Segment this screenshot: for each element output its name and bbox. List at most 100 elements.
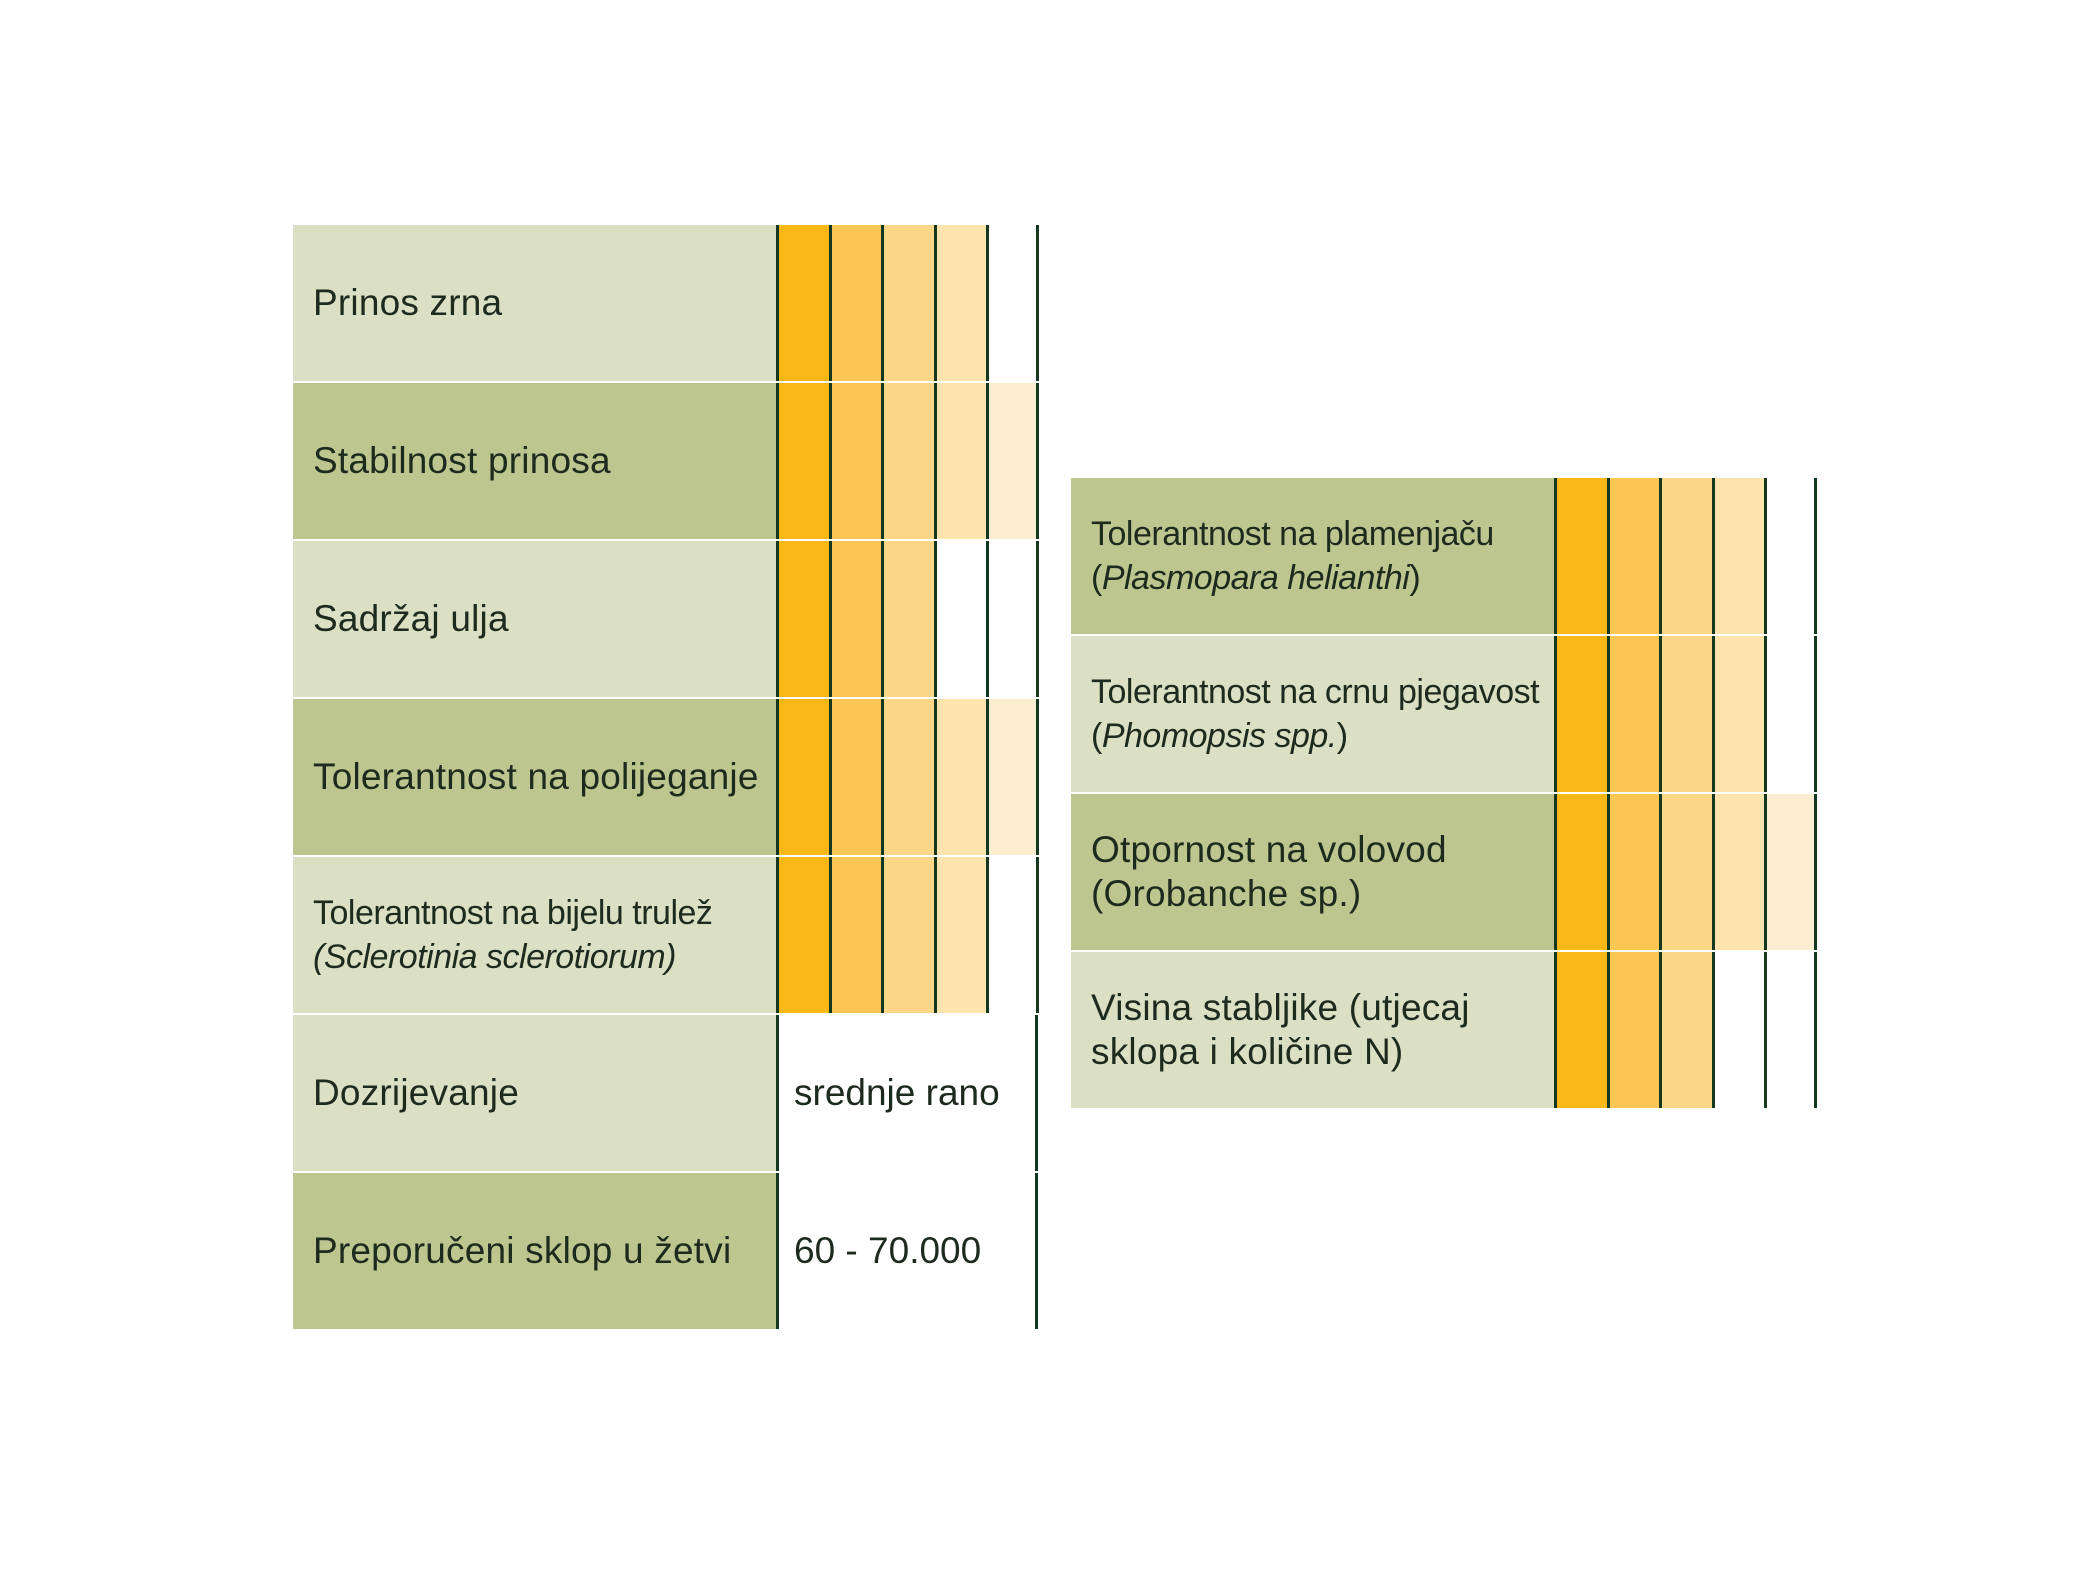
row-label-text: Preporučeni sklop u žetvi	[313, 1230, 732, 1271]
row-label-text: Visina stabljike (utjecaj	[1091, 987, 1470, 1028]
rating-step-5-empty	[1764, 636, 1817, 792]
row-label: Visina stabljike (utjecaj sklopa i količ…	[1071, 952, 1554, 1108]
row-label: Tolerantnost na crnu pjegavost (Phomopsi…	[1071, 636, 1554, 792]
rating-step-4-filled	[933, 383, 986, 539]
rating-step-5-empty	[986, 541, 1039, 697]
rating-step-3-filled	[1659, 636, 1712, 792]
rating-step-1-filled	[776, 541, 829, 697]
left-rating-table: Prinos zrna Stabilnost prinosa Sadržaj u…	[293, 225, 1039, 1329]
row-value-text: 60 - 70.000	[794, 1230, 982, 1271]
table-row: Dozrijevanje srednje rano	[293, 1015, 1039, 1171]
table-row: Tolerantnost na polijeganje	[293, 699, 1039, 855]
row-label: Tolerantnost na plamenjaču (Plasmopara h…	[1071, 478, 1554, 634]
row-label-text: Dozrijevanje	[313, 1072, 519, 1113]
row-label-text: Stabilnost prinosa	[313, 440, 611, 481]
rating-step-4-filled	[1711, 794, 1764, 950]
rating-scale	[776, 383, 1039, 539]
row-value-text: srednje rano	[794, 1072, 1000, 1113]
rating-step-5-filled	[986, 699, 1039, 855]
rating-step-5-empty	[986, 857, 1039, 1013]
row-value: 60 - 70.000	[776, 1173, 1038, 1329]
rating-step-1-filled	[776, 225, 829, 381]
row-label-text: Prinos zrna	[313, 282, 503, 323]
table-row: Prinos zrna	[293, 225, 1039, 381]
paren-open: (	[1091, 559, 1102, 597]
row-label-text: Sadržaj ulja	[313, 598, 509, 639]
paren-open: (	[1091, 717, 1102, 755]
rating-step-3-filled	[1659, 952, 1712, 1108]
rating-step-1-filled	[776, 699, 829, 855]
row-label: Tolerantnost na bijelu trulež (Sclerotin…	[293, 857, 776, 1013]
rating-step-4-filled	[933, 857, 986, 1013]
rating-scale	[1554, 952, 1817, 1108]
table-row: Tolerantnost na plamenjaču (Plasmopara h…	[1071, 478, 1817, 634]
rating-scale	[776, 699, 1039, 855]
latin-name: Plasmopara helianthi	[1101, 559, 1410, 597]
rating-step-1-filled	[776, 857, 829, 1013]
rating-step-4-filled	[1711, 478, 1764, 634]
row-label-latin-name: (Plasmopara helianthi)	[1091, 556, 1554, 600]
rating-step-5-empty	[1764, 478, 1817, 634]
paren-close: )	[1336, 717, 1348, 755]
rating-step-5-filled	[986, 383, 1039, 539]
rating-step-3-filled	[881, 857, 934, 1013]
right-rating-table: Tolerantnost na plamenjaču (Plasmopara h…	[1071, 478, 1817, 1108]
rating-step-2-filled	[828, 857, 881, 1013]
row-label: Prinos zrna	[293, 225, 776, 381]
rating-step-2-filled	[1606, 794, 1659, 950]
rating-step-4-filled	[933, 699, 986, 855]
rating-scale	[776, 225, 1039, 381]
row-label-text: Tolerantnost na polijeganje	[313, 756, 759, 797]
row-label: Sadržaj ulja	[293, 541, 776, 697]
rating-step-2-filled	[828, 541, 881, 697]
rating-step-5-empty	[986, 225, 1039, 381]
rating-step-3-filled	[881, 383, 934, 539]
rating-step-4-empty	[933, 541, 986, 697]
row-label-latin-name: (Phomopsis spp.)	[1091, 714, 1554, 758]
row-label-text: Tolerantnost na crnu pjegavost	[1091, 673, 1540, 711]
rating-step-5-empty	[1764, 952, 1817, 1108]
row-label: Tolerantnost na polijeganje	[293, 699, 776, 855]
rating-step-3-filled	[881, 699, 934, 855]
rating-step-1-filled	[776, 383, 829, 539]
rating-step-1-filled	[1554, 952, 1607, 1108]
row-label-text: Tolerantnost na plamenjaču	[1091, 515, 1494, 553]
rating-step-1-filled	[1554, 636, 1607, 792]
rating-step-2-filled	[828, 383, 881, 539]
rating-scale	[1554, 478, 1817, 634]
table-row: Sadržaj ulja	[293, 541, 1039, 697]
rating-step-3-filled	[881, 225, 934, 381]
row-label-text: Otpornost na volovod	[1091, 829, 1447, 870]
row-label: Preporučeni sklop u žetvi	[293, 1173, 776, 1329]
rating-step-2-filled	[1606, 636, 1659, 792]
rating-step-3-filled	[1659, 478, 1712, 634]
rating-step-1-filled	[1554, 794, 1607, 950]
rating-step-2-filled	[1606, 478, 1659, 634]
rating-scale	[1554, 636, 1817, 792]
table-row: Visina stabljike (utjecaj sklopa i količ…	[1071, 952, 1817, 1108]
rating-step-1-filled	[1554, 478, 1607, 634]
row-value: srednje rano	[776, 1015, 1038, 1171]
rating-step-3-filled	[1659, 794, 1712, 950]
row-label: Dozrijevanje	[293, 1015, 776, 1171]
paren-close: )	[1409, 559, 1421, 597]
rating-scale	[776, 857, 1039, 1013]
rating-step-5-filled	[1764, 794, 1817, 950]
rating-step-4-filled	[933, 225, 986, 381]
row-label: Otpornost na volovod (Orobanche sp.)	[1071, 794, 1554, 950]
rating-scale	[1554, 794, 1817, 950]
row-label: Stabilnost prinosa	[293, 383, 776, 539]
row-label-latin-name: (Orobanche sp.)	[1091, 873, 1362, 914]
rating-step-2-filled	[1606, 952, 1659, 1108]
latin-name: Phomopsis spp.	[1101, 717, 1337, 755]
rating-scale	[776, 541, 1039, 697]
table-row: Tolerantnost na crnu pjegavost (Phomopsi…	[1071, 636, 1817, 792]
rating-step-2-filled	[828, 225, 881, 381]
table-row: Stabilnost prinosa	[293, 383, 1039, 539]
table-row: Tolerantnost na bijelu trulež (Sclerotin…	[293, 857, 1039, 1013]
table-row: Otpornost na volovod (Orobanche sp.)	[1071, 794, 1817, 950]
rating-step-4-filled	[1711, 636, 1764, 792]
row-label-text: Tolerantnost na bijelu trulež	[313, 894, 713, 932]
row-label-latin-name: (Sclerotinia sclerotiorum)	[313, 938, 677, 976]
table-row: Preporučeni sklop u žetvi 60 - 70.000	[293, 1173, 1039, 1329]
